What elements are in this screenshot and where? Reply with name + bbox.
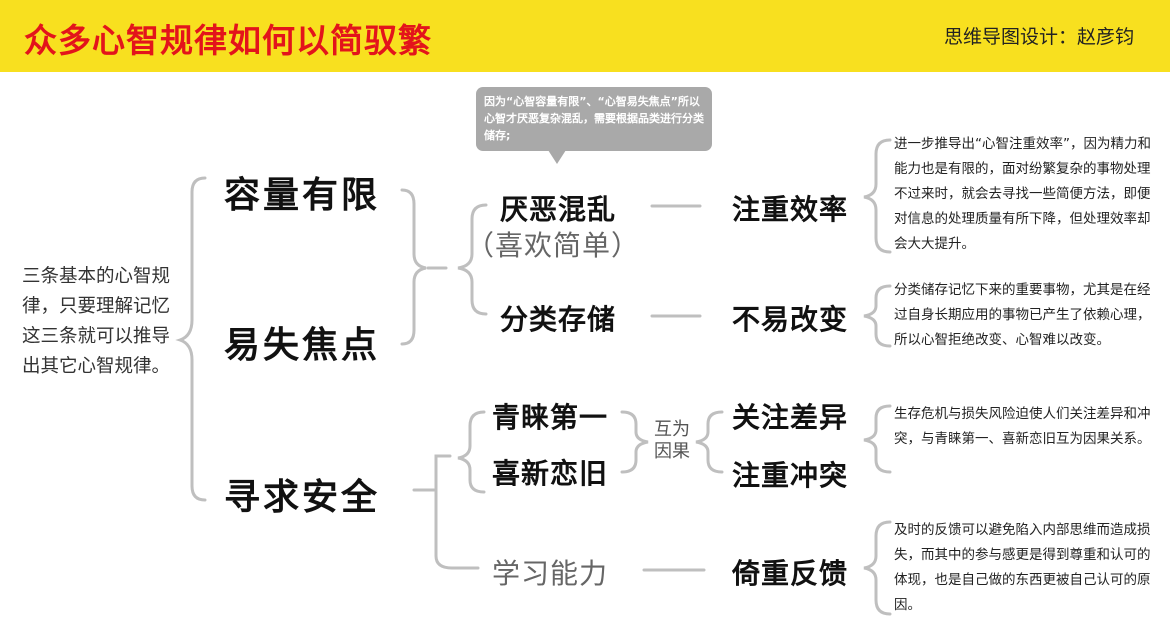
node-novelty: 喜新恋旧 [492, 457, 609, 490]
branch-safety: 寻求安全 [224, 477, 381, 518]
callout-tail [548, 150, 566, 164]
result-difference: 关注差异 [732, 401, 849, 434]
capacity-focus-brace [400, 188, 427, 346]
designer-credit: 思维导图设计：赵彦钧 [943, 26, 1134, 48]
result-conflict: 注重冲突 [732, 459, 849, 492]
node-prefer-simple: （喜欢简单） [466, 229, 641, 262]
note-brace-difference [863, 404, 892, 474]
page-title: 众多心智规律如何以简驭繁 [24, 21, 432, 60]
branch-capacity: 容量有限 [224, 175, 381, 216]
note-stable: 分类储存记忆下来的重要事物，尤其是在经过自身长期应用的事物已产生了依赖心理，所以… [894, 282, 1151, 348]
node-learning: 学习能力 [492, 557, 609, 590]
result-efficiency: 注重效率 [732, 193, 849, 226]
first-novelty-brace [457, 410, 486, 494]
aversion-classify-brace [457, 203, 488, 316]
safety-brace [434, 454, 480, 570]
node-first: 青睐第一 [492, 401, 609, 434]
mutual-left-brace [620, 410, 649, 474]
node-classify: 分类存储 [500, 303, 617, 336]
root-summary: 三条基本的心智规律，只要理解记忆这三条就可以推导出其它心智规律。 [22, 266, 171, 377]
note-efficiency: 进一步推导出“心智注重效率”，因为精力和能力也是有限的，面对纷繁复杂的事物处理不… [894, 136, 1151, 252]
root-brace [175, 176, 207, 502]
note-difference: 生存危机与损失风险迫使人们关注差异和冲突，与青睐第一、喜新恋旧互为因果关系。 [894, 406, 1151, 447]
mutual-right-brace [695, 410, 724, 474]
callout-bubble [476, 87, 712, 151]
note-brace-stable [863, 284, 892, 348]
cause-label: 因果 [654, 441, 690, 462]
result-stable: 不易改变 [732, 303, 849, 336]
result-feedback: 倚重反馈 [732, 557, 849, 590]
branch-focus: 易失焦点 [224, 325, 381, 366]
header-bar [0, 0, 1170, 72]
note-brace-feedback [863, 520, 892, 616]
mutual-label: 互为 [654, 419, 690, 440]
note-brace-efficiency [863, 138, 892, 254]
node-aversion: 厌恶混乱 [500, 193, 617, 226]
note-feedback: 及时的反馈可以避免陷入内部思维而造成损失，而其中的参与感更是得到尊重和认可的体现… [894, 522, 1151, 613]
callout-text: 因为“心智容量有限”、“心智易失焦点”所以心智才厌恶复杂混乱，需要根据品类进行分… [484, 95, 704, 142]
